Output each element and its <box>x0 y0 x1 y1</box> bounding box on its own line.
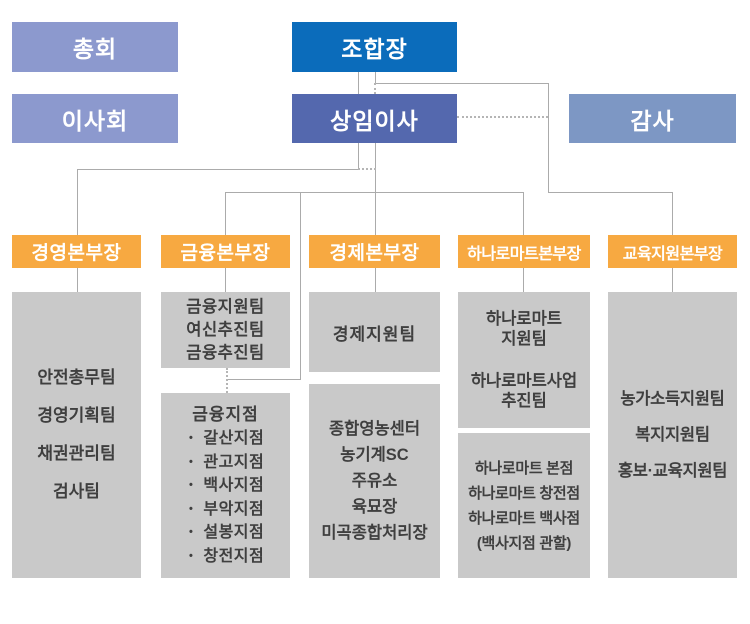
team-item: 금융추진팀 <box>186 343 265 362</box>
branch-item: 관고지점 <box>161 451 290 475</box>
node-board-of-directors: 이사회 <box>12 94 178 143</box>
store-item: 하나로마트 창전점 <box>468 484 580 502</box>
store-item: (백사지점 관할) <box>476 534 572 552</box>
team-item: 금융지원팀 <box>186 297 265 316</box>
connector-line <box>672 268 673 292</box>
node-label: 경제본부장 <box>329 243 420 264</box>
connector-line <box>77 169 78 236</box>
branch-item: 창전지점 <box>161 545 290 569</box>
connector-line <box>375 143 376 236</box>
node-auditor: 감사 <box>569 94 736 143</box>
branch-item: 백사지점 <box>161 474 290 498</box>
team-item: 경제지원팀 <box>332 324 417 344</box>
connector-line <box>225 268 226 292</box>
node-hanaro-mart-division-head: 하나로마트본부장 <box>458 235 590 268</box>
branch-item: 갈산지점 <box>161 427 290 451</box>
connector-line <box>225 192 226 236</box>
dotted-connector-line <box>374 83 376 94</box>
group-economy-units: 종합영농센터 농기계SC 주유소 육묘장 미곡종합처리장 <box>309 384 440 578</box>
connector-line <box>523 192 524 236</box>
connector-line <box>358 143 359 169</box>
group-finance-teams: 금융지원팀 여신추진팀 금융추진팀 <box>161 292 290 368</box>
node-label: 총회 <box>72 36 118 62</box>
node-education-support-division-head: 교육지원본부장 <box>608 235 737 268</box>
unit-item: 주유소 <box>351 472 398 490</box>
node-label: 교육지원본부장 <box>622 245 723 263</box>
node-label: 상임이사 <box>330 107 419 134</box>
team-item: 하나로마트 <box>486 310 562 328</box>
connector-line <box>375 83 548 84</box>
branch-group-title: 금융지점 <box>192 405 259 424</box>
unit-item: 육묘장 <box>351 498 398 516</box>
node-executive-director: 상임이사 <box>292 94 457 143</box>
connector-line <box>227 379 301 380</box>
node-label: 경영본부장 <box>31 243 122 264</box>
node-label: 금융본부장 <box>180 243 271 264</box>
dotted-connector-line <box>457 116 548 118</box>
node-general-meeting: 총회 <box>12 22 178 72</box>
node-label: 이사회 <box>61 107 129 134</box>
group-education-teams: 농가소득지원팀 복지지원팀 홍보·교육지원팀 <box>608 292 737 578</box>
connector-line <box>523 268 524 292</box>
node-management-division-head: 경영본부장 <box>12 235 141 268</box>
connector-line <box>358 72 359 94</box>
team-item: 안전총무팀 <box>37 368 116 387</box>
team-item: 복지지원팀 <box>635 426 710 444</box>
team-item: 하나로마트사업 <box>470 372 578 390</box>
branch-item: 부악지점 <box>161 498 290 522</box>
connector-line <box>548 192 673 193</box>
group-hanaro-teams: 하나로마트 지원팀 하나로마트사업 추진팀 <box>458 292 590 428</box>
unit-item: 종합영농센터 <box>328 420 421 438</box>
node-label: 하나로마트본부장 <box>467 245 581 263</box>
store-item: 하나로마트 백사점 <box>468 509 580 527</box>
group-hanaro-stores: 하나로마트 본점 하나로마트 창전점 하나로마트 백사점 (백사지점 관할) <box>458 433 590 578</box>
branch-item: 설봉지점 <box>161 521 290 545</box>
team-item: 지원팀 <box>501 330 547 348</box>
team-item: 농가소득지원팀 <box>620 390 725 408</box>
team-item: 여신추진팀 <box>186 320 265 339</box>
connector-line <box>225 192 523 193</box>
dotted-connector-line <box>226 368 228 393</box>
connector-line <box>375 268 376 292</box>
connector-line <box>77 268 78 292</box>
unit-item: 농기계SC <box>340 446 409 464</box>
dotted-connector-line <box>358 168 376 170</box>
team-item: 홍보·교육지원팀 <box>617 462 728 480</box>
connector-line <box>77 169 359 170</box>
connector-line <box>375 72 376 83</box>
store-item: 하나로마트 본점 <box>474 459 574 477</box>
group-management-teams: 안전총무팀 경영기획팀 채권관리팀 검사팀 <box>12 292 141 578</box>
team-item: 채권관리팀 <box>37 444 116 463</box>
connector-line <box>300 192 301 380</box>
node-economy-division-head: 경제본부장 <box>309 235 440 268</box>
node-label: 조합장 <box>341 36 408 62</box>
connector-line <box>672 192 673 236</box>
group-economy-team: 경제지원팀 <box>309 292 440 372</box>
node-finance-division-head: 금융본부장 <box>161 235 290 268</box>
team-item: 검사팀 <box>53 482 100 501</box>
node-label: 감사 <box>630 107 675 134</box>
team-item: 경영기획팀 <box>37 406 116 425</box>
connector-line <box>548 83 549 193</box>
node-president: 조합장 <box>292 22 457 72</box>
group-finance-branches: 금융지점 갈산지점 관고지점 백사지점 부악지점 설봉지점 창전지점 <box>161 393 290 578</box>
team-item: 추진팀 <box>501 392 547 410</box>
unit-item: 미곡종합처리장 <box>321 524 428 542</box>
